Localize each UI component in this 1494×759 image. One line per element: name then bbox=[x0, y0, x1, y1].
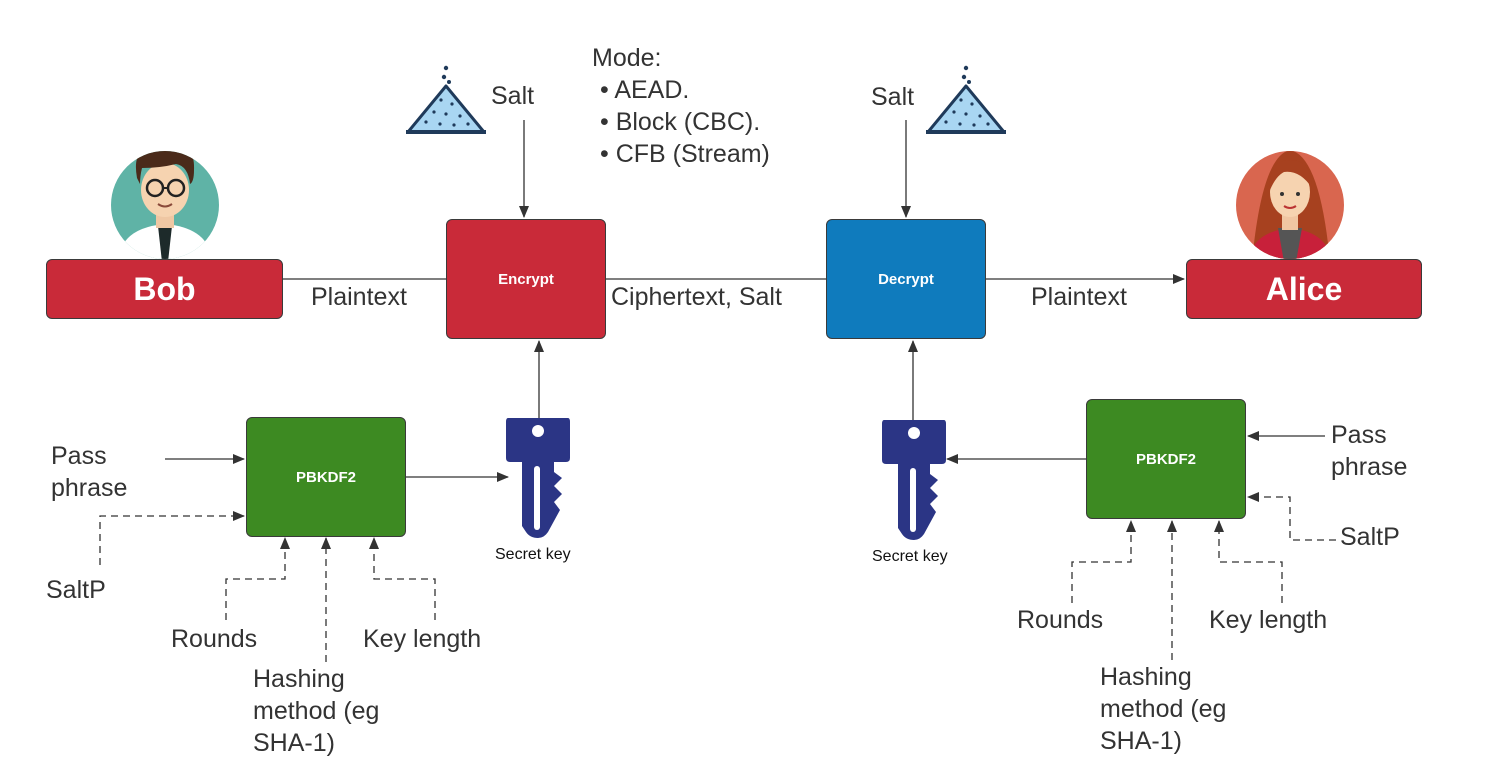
diagram-canvas bbox=[99, 65, 1344, 662]
rounds-label-right: Rounds bbox=[1017, 606, 1104, 634]
bob-box: Bob bbox=[46, 259, 283, 319]
pass-phrase-label-right: Pass phrase bbox=[1331, 419, 1407, 483]
secret-key-label-left: Secret key bbox=[495, 546, 571, 563]
hashing-line: Hashing bbox=[253, 665, 345, 693]
hashing-line: method (eg bbox=[1100, 695, 1227, 723]
key-icon bbox=[506, 418, 570, 538]
hashing-line: method (eg bbox=[253, 697, 380, 725]
key-icon bbox=[882, 420, 946, 540]
salt-label-right: Salt bbox=[871, 83, 915, 111]
alice-avatar bbox=[1236, 151, 1344, 259]
rounds-arrow-left bbox=[225, 537, 290, 620]
pass-phrase-label-left: Pass phrase bbox=[51, 440, 127, 504]
saltp-arrow-right bbox=[1247, 492, 1336, 541]
secret-key-label-right: Secret key bbox=[872, 548, 948, 565]
hashing-label-right: Hashing method (eg SHA-1) bbox=[1100, 661, 1226, 757]
key-length-label-left: Key length bbox=[363, 625, 482, 653]
encrypt-box: Encrypt bbox=[446, 219, 606, 339]
saltp-arrow-left bbox=[99, 511, 245, 565]
hashing-label-left: Hashing method (eg SHA-1) bbox=[253, 663, 379, 759]
pass-phrase-line: Pass bbox=[1331, 421, 1387, 449]
salt-label-left: Salt bbox=[491, 82, 535, 110]
rounds-label-left: Rounds bbox=[171, 625, 258, 653]
keylength-arrow-left bbox=[369, 537, 436, 620]
mode-item: Block (CBC). bbox=[600, 106, 770, 138]
alice-box: Alice bbox=[1186, 259, 1422, 319]
salt-pile-icon bbox=[926, 65, 1006, 134]
pbkdf2-box-right: PBKDF2 bbox=[1086, 399, 1246, 519]
hashing-line: SHA-1) bbox=[253, 729, 335, 757]
salt-pile-icon bbox=[406, 65, 486, 134]
ciphertext-salt-label: Ciphertext, Salt bbox=[611, 283, 782, 311]
hashing-line: SHA-1) bbox=[1100, 727, 1182, 755]
decrypt-box: Decrypt bbox=[826, 219, 986, 339]
pass-phrase-line: Pass bbox=[51, 442, 107, 470]
pbkdf2-box-left: PBKDF2 bbox=[246, 417, 406, 537]
mode-item: AEAD. bbox=[600, 74, 770, 106]
mode-title: Mode: bbox=[592, 44, 662, 72]
plaintext-label-left: Plaintext bbox=[311, 283, 407, 311]
key-length-label-right: Key length bbox=[1209, 606, 1328, 634]
saltp-label-right: SaltP bbox=[1340, 523, 1400, 551]
bob-avatar bbox=[111, 151, 219, 259]
hashing-line: Hashing bbox=[1100, 663, 1192, 691]
plaintext-label-right: Plaintext bbox=[1031, 283, 1127, 311]
mode-list: Mode: AEAD. Block (CBC). CFB (Stream) bbox=[592, 42, 770, 170]
keylength-arrow-right bbox=[1214, 520, 1283, 603]
saltp-label-left: SaltP bbox=[46, 576, 106, 604]
pass-phrase-line: phrase bbox=[1331, 453, 1408, 481]
pass-phrase-line: phrase bbox=[51, 474, 128, 502]
mode-item: CFB (Stream) bbox=[600, 138, 770, 170]
rounds-arrow-right bbox=[1071, 520, 1136, 603]
